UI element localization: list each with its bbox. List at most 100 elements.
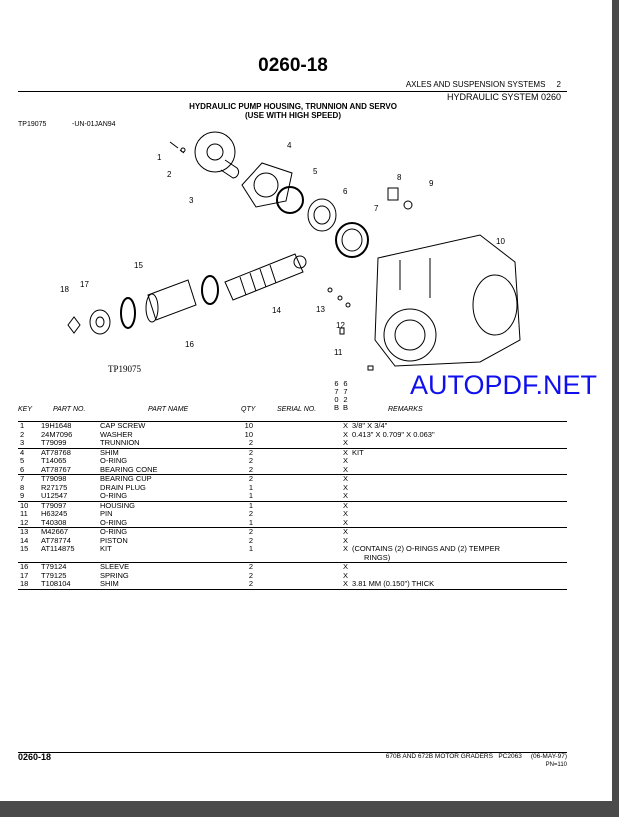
serial-mark-cell: X xyxy=(343,491,349,500)
serial-char: 6 xyxy=(334,379,339,388)
part-name-cell: SLEEVE xyxy=(100,562,130,571)
header-rule xyxy=(18,91,567,92)
part-name-cell: SHIM xyxy=(100,447,119,457)
bearing-cone-drawing xyxy=(307,198,337,232)
subsection-title: HYDRAULIC SYSTEM 0260 xyxy=(446,92,561,102)
remarks-cell: 3.81 MM (0.150") THICK xyxy=(352,579,435,588)
part-name-cell: SHIM xyxy=(100,579,119,588)
key-cell: 3 xyxy=(20,438,25,447)
serial-mark-cell: X xyxy=(343,421,349,430)
serial-char: 7 xyxy=(334,387,339,396)
part-no-cell: AT114875 xyxy=(41,544,75,553)
callout-12: 12 xyxy=(336,321,345,330)
diagram-ref-date: -UN-01JAN94 xyxy=(72,121,116,128)
sleeve-drawing xyxy=(145,279,197,323)
part-name-cell: WASHER xyxy=(100,429,133,439)
part-no-cell: T79124 xyxy=(41,562,67,571)
callout-8: 8 xyxy=(397,173,402,182)
trunnion-drawing xyxy=(194,131,240,179)
header-key: KEY xyxy=(18,406,33,413)
part-name-cell: HOUSING xyxy=(100,500,136,510)
callout-5: 5 xyxy=(313,167,318,176)
callout-4: 4 xyxy=(287,141,292,150)
qty-cell: 2 xyxy=(248,474,253,483)
serial-mark-cell: X xyxy=(343,474,349,483)
header-part-name: PART NAME xyxy=(148,406,189,413)
qty-cell: 1 xyxy=(248,491,253,500)
part-no-cell: H63245 xyxy=(41,509,68,518)
qty-cell: 1 xyxy=(248,517,253,527)
pin-drawing xyxy=(327,287,374,371)
qty-cell: 1 xyxy=(248,500,253,510)
part-name-cell: CAP SCREW xyxy=(100,421,146,430)
callout-18: 18 xyxy=(60,285,69,294)
shim-drawing xyxy=(241,162,293,208)
key-cell: 8 xyxy=(20,482,25,492)
header-remarks: REMARKS xyxy=(388,406,423,413)
part-no-cell: AT78767 xyxy=(41,464,71,474)
qty-cell: 10 xyxy=(244,421,253,430)
header-part-no: PART NO. xyxy=(53,406,86,413)
qty-cell: 2 xyxy=(248,456,253,465)
table-row: 10 T79097 HOUSING 1 X xyxy=(18,500,567,511)
part-no-cell: 19H1648 xyxy=(41,421,72,430)
key-cell: 9 xyxy=(20,491,25,500)
serial-char: 2 xyxy=(343,395,348,404)
callout-9: 9 xyxy=(429,179,434,188)
callout-6: 6 xyxy=(343,187,348,196)
callout-11: 11 xyxy=(334,348,343,357)
serial-mark-cell: X xyxy=(343,527,349,536)
serial-mark-cell: X xyxy=(343,429,349,439)
header-serial-no: SERIAL NO. xyxy=(277,406,317,413)
remarks-cell: 0.413" X 0.709" X 0.063" xyxy=(352,429,435,439)
key-cell: 5 xyxy=(20,456,25,465)
qty-cell: 2 xyxy=(248,447,253,457)
key-cell: 16 xyxy=(20,562,29,571)
key-cell: 1 xyxy=(20,421,25,430)
qty-cell: 1 xyxy=(248,482,253,492)
part-name-cell: BEARING CONE xyxy=(100,464,158,474)
table-row-continuation: RINGS) xyxy=(18,552,567,563)
part-no-cell: T108104 xyxy=(41,579,71,588)
key-cell: 10 xyxy=(20,500,29,510)
remarks-cell: RINGS) xyxy=(364,552,391,562)
footer-manual: 670B AND 672B MOTOR GRADERS PC2063 (06-M… xyxy=(385,753,567,760)
serial-char: B xyxy=(334,403,340,412)
footer-page-number: 0260-18 xyxy=(18,752,52,762)
callout-10: 10 xyxy=(496,237,505,246)
serial-mark-cell: X xyxy=(343,482,349,492)
part-no-cell: T79097 xyxy=(41,500,67,510)
serial-char: 6 xyxy=(343,379,348,388)
key-cell: 13 xyxy=(20,527,29,536)
part-no-cell: U12547 xyxy=(41,491,68,500)
footer-rule xyxy=(18,752,567,753)
part-no-cell: T79098 xyxy=(41,474,67,483)
callout-3: 3 xyxy=(189,196,194,205)
qty-cell: 2 xyxy=(248,438,253,447)
part-no-cell: AT78774 xyxy=(41,535,71,545)
serial-mark-cell: X xyxy=(343,464,349,474)
header-qty: QTY xyxy=(241,406,256,413)
key-cell: 14 xyxy=(20,535,29,545)
qty-cell: 2 xyxy=(248,527,253,536)
part-name-cell: O-RING xyxy=(100,456,128,465)
part-name-cell: O-RING xyxy=(100,517,128,527)
callout-15: 15 xyxy=(134,261,143,270)
callout-7: 7 xyxy=(374,204,379,213)
serial-mark-cell: X xyxy=(343,500,349,510)
serial-char: 0 xyxy=(334,395,339,404)
diagram-title-line: HYDRAULIC PUMP HOUSING, TRUNNION AND SER… xyxy=(189,102,397,111)
key-cell: 11 xyxy=(20,509,28,518)
serial-mark-cell: X xyxy=(343,517,349,527)
